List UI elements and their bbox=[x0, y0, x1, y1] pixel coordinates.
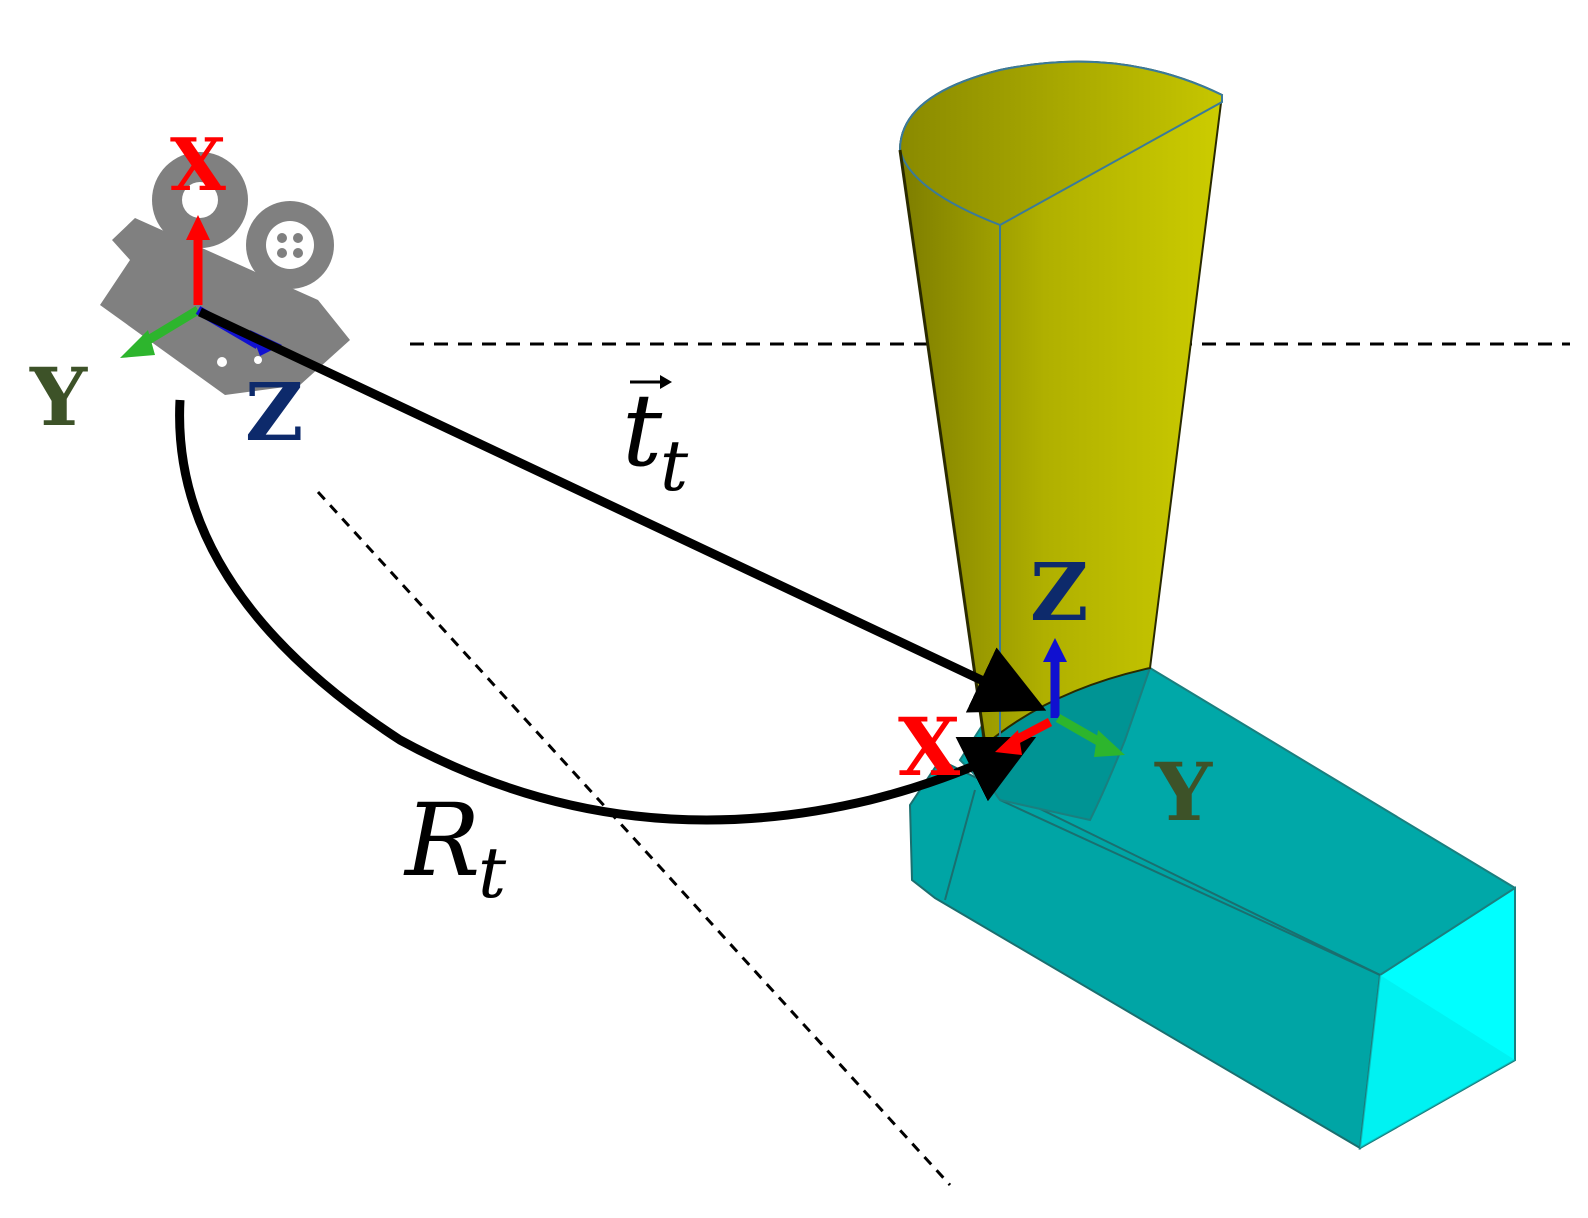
translation-arrow bbox=[198, 307, 1047, 713]
rotation-symbol: R bbox=[403, 782, 480, 899]
rotation-label: R t bbox=[403, 782, 507, 914]
camera-z-label: Z bbox=[245, 365, 303, 459]
vector-arrow-head bbox=[660, 375, 672, 389]
target-frame-axes bbox=[995, 638, 1125, 757]
target-x-label: X bbox=[898, 700, 960, 794]
translation-subscript: t bbox=[660, 425, 689, 507]
duct-seam-line bbox=[944, 789, 976, 901]
rotation-subscript: t bbox=[478, 832, 507, 914]
pipe bbox=[898, 60, 1224, 770]
camera-x-arrowhead bbox=[186, 215, 210, 240]
target-y-arrowhead bbox=[1094, 730, 1125, 757]
diagonal-dashed-line bbox=[316, 490, 952, 1187]
duct-end-inner bbox=[1360, 975, 1515, 1148]
translation-label: t t bbox=[622, 372, 689, 507]
pipe-edge bbox=[898, 149, 987, 746]
camera-y-arrowhead bbox=[120, 330, 155, 358]
rotation-arc bbox=[175, 399, 1037, 825]
duct-fold-line bbox=[999, 799, 1381, 976]
target-z-label: Z bbox=[1030, 545, 1088, 639]
target-x-arrowhead bbox=[995, 730, 1022, 755]
translation-symbol: t bbox=[622, 372, 663, 489]
target-z-arrowhead bbox=[1043, 638, 1067, 662]
camera-x-label: X bbox=[170, 122, 226, 207]
pipe-rim bbox=[898, 60, 1223, 227]
camera-y-label: Y bbox=[29, 350, 88, 444]
target-y-label: Y bbox=[1154, 745, 1213, 839]
